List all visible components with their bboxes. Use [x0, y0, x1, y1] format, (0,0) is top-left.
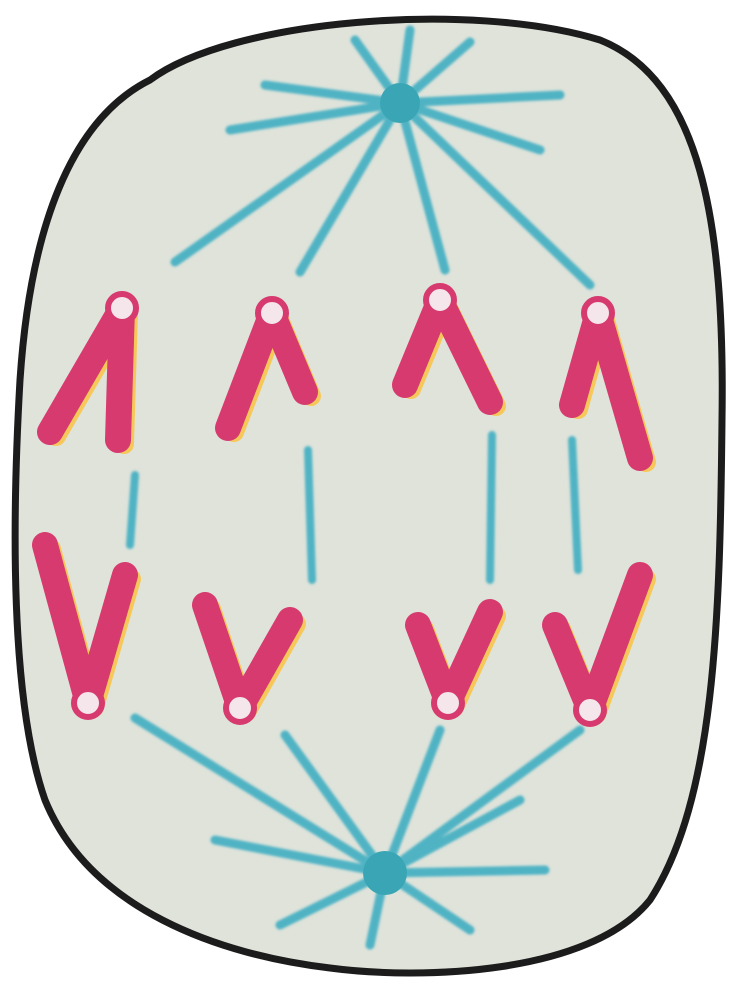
- centrosome-top: [380, 83, 420, 123]
- centromere: [434, 689, 462, 717]
- centromere: [258, 299, 286, 327]
- centromere: [426, 286, 454, 314]
- centromere: [108, 294, 136, 322]
- centromere: [576, 696, 604, 724]
- centrosome-bottom: [363, 851, 407, 895]
- centromere: [226, 694, 254, 722]
- chromatid-arm: [118, 308, 122, 440]
- centromere: [74, 689, 102, 717]
- centromere: [584, 299, 612, 327]
